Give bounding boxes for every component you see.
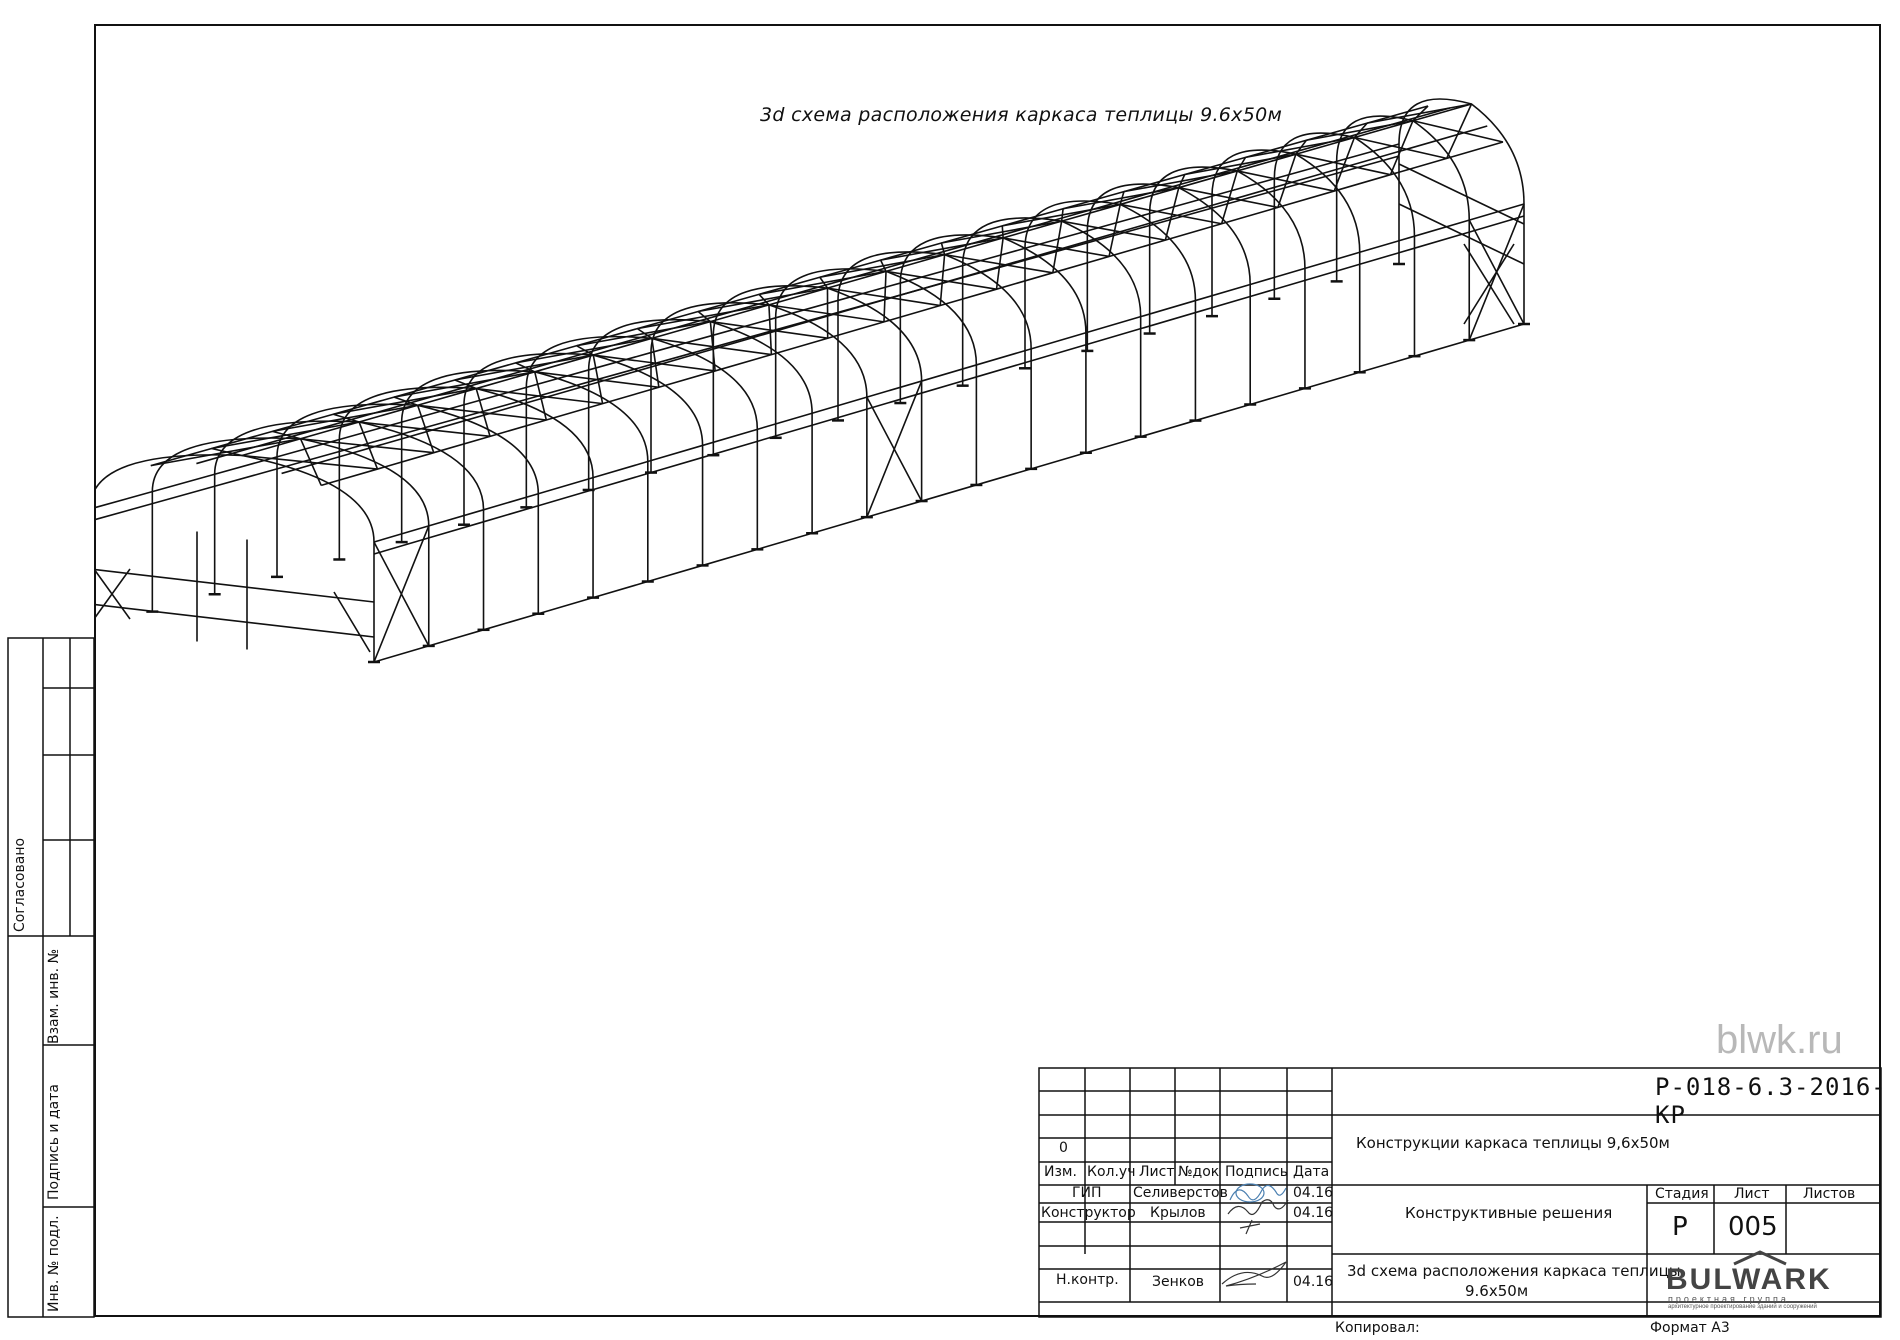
sheet-title-line2: 9.6х50м (1465, 1282, 1529, 1300)
sheet-title-line1: 3d схема расположения каркаса теплицы (1347, 1262, 1681, 1280)
sheet-label: Лист (1734, 1186, 1770, 1202)
stage-label: Стадия (1655, 1186, 1709, 1202)
name-gip: Селиверстов (1133, 1185, 1228, 1201)
document-code: Р-018-6.3-2016-КР (1655, 1073, 1887, 1129)
hdr-podpis: Подпись (1225, 1164, 1288, 1180)
date-nkontr: 04.16 (1293, 1274, 1334, 1290)
drawing-frame (94, 24, 1881, 1317)
brand-logo: BULWARK (1666, 1263, 1832, 1296)
brand-tagline: архитектурное проектирование зданий и со… (1668, 1304, 1817, 1310)
watermark: blwk.ru (1716, 1018, 1843, 1062)
name-nkontr: Зенков (1152, 1274, 1205, 1290)
brand-subtitle: проектная группа (1668, 1294, 1789, 1304)
stage-value: Р (1672, 1212, 1688, 1242)
hdr-list: Лист (1139, 1164, 1175, 1180)
date-gip: 04.16 (1293, 1185, 1334, 1201)
hdr-izm: Изм. (1044, 1164, 1077, 1180)
hdr-data: Дата (1293, 1164, 1330, 1180)
greenhouse-frame-drawing (94, 98, 1530, 664)
section-name: Конструктивные решения (1405, 1204, 1613, 1222)
hdr-kolych: Кол.уч (1087, 1164, 1136, 1180)
sheets-label: Листов (1803, 1186, 1856, 1202)
object-name: Конструкции каркаса теплицы 9,6х50м (1356, 1134, 1670, 1152)
role-gip: ГИП (1072, 1185, 1102, 1201)
brand-logo-roof (1733, 1250, 1787, 1266)
name-konstruktor: Крылов (1150, 1205, 1206, 1221)
copied-label: Копировал: (1335, 1320, 1420, 1336)
role-nkontr: Н.контр. (1056, 1272, 1119, 1288)
hdr-ndok: №док (1178, 1164, 1220, 1180)
drawing-title: 3d схема расположения каркаса теплицы 9.… (760, 104, 1283, 126)
revision-number: 0 (1059, 1140, 1068, 1156)
role-konstruktor: Конструктор (1041, 1205, 1136, 1221)
date-konstruktor: 04.16 (1293, 1205, 1334, 1221)
format-label: Формат А3 (1650, 1320, 1730, 1336)
sheet-value: 005 (1728, 1212, 1778, 1242)
